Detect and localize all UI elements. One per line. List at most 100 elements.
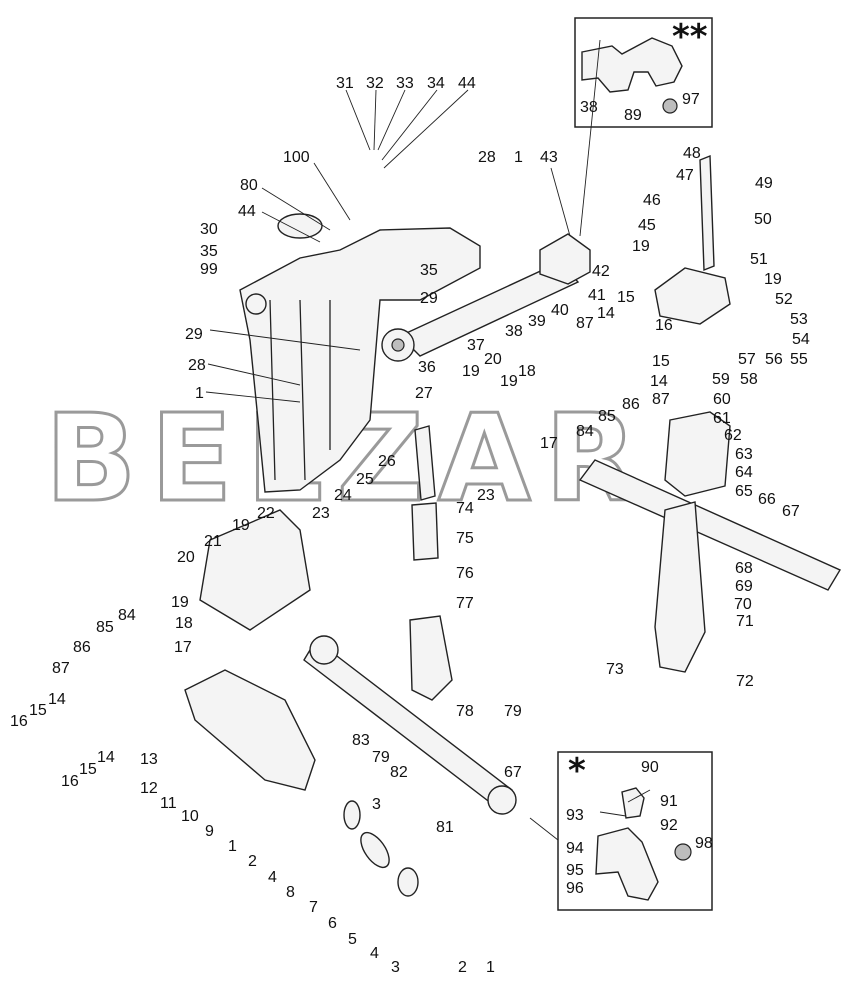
callout: 1 bbox=[514, 149, 523, 166]
callout: 73 bbox=[606, 661, 624, 678]
callout: 10 bbox=[181, 808, 199, 825]
callout: 85 bbox=[598, 408, 616, 425]
callout: 68 bbox=[735, 560, 753, 577]
left-bracket bbox=[184, 509, 316, 791]
callout: 48 bbox=[683, 145, 701, 162]
callout: 9 bbox=[205, 823, 214, 840]
callout: 45 bbox=[638, 217, 656, 234]
callout: 59 bbox=[712, 371, 730, 388]
callout: 79 bbox=[372, 749, 390, 766]
callout: 75 bbox=[456, 530, 474, 547]
rear-housing bbox=[239, 213, 481, 493]
right-arm-assembly bbox=[578, 154, 842, 673]
callout: 53 bbox=[790, 311, 808, 328]
callout: 99 bbox=[200, 261, 218, 278]
callout: 13 bbox=[140, 751, 158, 768]
callout: 29 bbox=[420, 290, 438, 307]
callout: 17 bbox=[540, 435, 558, 452]
callout: 38 bbox=[580, 99, 598, 116]
callout: 14 bbox=[597, 305, 615, 322]
callout: 14 bbox=[650, 373, 668, 390]
callout: 19 bbox=[500, 373, 518, 390]
callout: 24 bbox=[334, 487, 352, 504]
callout: 11 bbox=[160, 795, 177, 812]
callout: 8 bbox=[286, 884, 295, 901]
callout: 16 bbox=[61, 773, 79, 790]
callout: 26 bbox=[378, 453, 396, 470]
callout: 82 bbox=[390, 764, 408, 781]
callout: 81 bbox=[436, 819, 454, 836]
callout: 96 bbox=[566, 880, 584, 897]
callout: 43 bbox=[540, 149, 558, 166]
callout: 22 bbox=[257, 505, 275, 522]
callout: 28 bbox=[188, 357, 206, 374]
callout: 71 bbox=[736, 613, 754, 630]
top-link-assembly bbox=[381, 233, 591, 362]
inset-bottom-marker: * bbox=[568, 751, 586, 791]
callout: 3 bbox=[391, 959, 400, 976]
lower-link bbox=[303, 635, 517, 815]
callout: 36 bbox=[418, 359, 436, 376]
callout: 42 bbox=[592, 263, 610, 280]
callout: 49 bbox=[755, 175, 773, 192]
callout: 16 bbox=[10, 713, 28, 730]
callout: 4 bbox=[370, 945, 379, 962]
callout: 25 bbox=[356, 471, 374, 488]
callout: 4 bbox=[268, 869, 277, 886]
callout: 39 bbox=[528, 313, 546, 330]
callout: 61 bbox=[713, 410, 731, 427]
callout: 29 bbox=[185, 326, 203, 343]
callout: 85 bbox=[96, 619, 114, 636]
callout: 33 bbox=[396, 75, 414, 92]
callout: 20 bbox=[484, 351, 502, 368]
callout: 44 bbox=[238, 203, 256, 220]
callout: 19 bbox=[232, 517, 250, 534]
callout: 69 bbox=[735, 578, 753, 595]
callout: 46 bbox=[643, 192, 661, 209]
callout: 89 bbox=[624, 107, 642, 124]
callout: 72 bbox=[736, 673, 754, 690]
callout: 3 bbox=[372, 796, 381, 813]
callout: 19 bbox=[764, 271, 782, 288]
callout: 80 bbox=[240, 177, 258, 194]
callout: 64 bbox=[735, 464, 753, 481]
callout: 19 bbox=[632, 238, 650, 255]
callout: 32 bbox=[366, 75, 384, 92]
callout: 86 bbox=[622, 396, 640, 413]
callout: 94 bbox=[566, 840, 584, 857]
callout: 63 bbox=[735, 446, 753, 463]
inset-box-top: ** bbox=[574, 17, 713, 128]
callout: 23 bbox=[477, 487, 495, 504]
callout: 40 bbox=[551, 302, 569, 319]
callout: 35 bbox=[200, 243, 218, 260]
callout: 62 bbox=[724, 427, 742, 444]
callout: 84 bbox=[118, 607, 136, 624]
callout: 15 bbox=[617, 289, 635, 306]
callout: 35 bbox=[420, 262, 438, 279]
callout: 93 bbox=[566, 807, 584, 824]
callout: 18 bbox=[175, 615, 193, 632]
lift-rod bbox=[409, 425, 453, 701]
callout: 41 bbox=[588, 287, 606, 304]
callout: 57 bbox=[738, 351, 756, 368]
callout: 95 bbox=[566, 862, 584, 879]
callout: 1 bbox=[228, 838, 237, 855]
callout: 16 bbox=[655, 317, 673, 334]
callout: 67 bbox=[504, 764, 522, 781]
callout: 23 bbox=[312, 505, 330, 522]
callout: 12 bbox=[140, 780, 158, 797]
callout: 67 bbox=[782, 503, 800, 520]
callout: 100 bbox=[283, 149, 310, 166]
callout: 18 bbox=[518, 363, 536, 380]
callout: 20 bbox=[177, 549, 195, 566]
callout: 91 bbox=[660, 793, 678, 810]
callout: 15 bbox=[79, 761, 97, 778]
callout: 86 bbox=[73, 639, 91, 656]
callout: 76 bbox=[456, 565, 474, 582]
callout: 2 bbox=[458, 959, 467, 976]
callout: 15 bbox=[29, 702, 47, 719]
callout: 65 bbox=[735, 483, 753, 500]
callout: 44 bbox=[458, 75, 476, 92]
callout: 5 bbox=[348, 931, 357, 948]
